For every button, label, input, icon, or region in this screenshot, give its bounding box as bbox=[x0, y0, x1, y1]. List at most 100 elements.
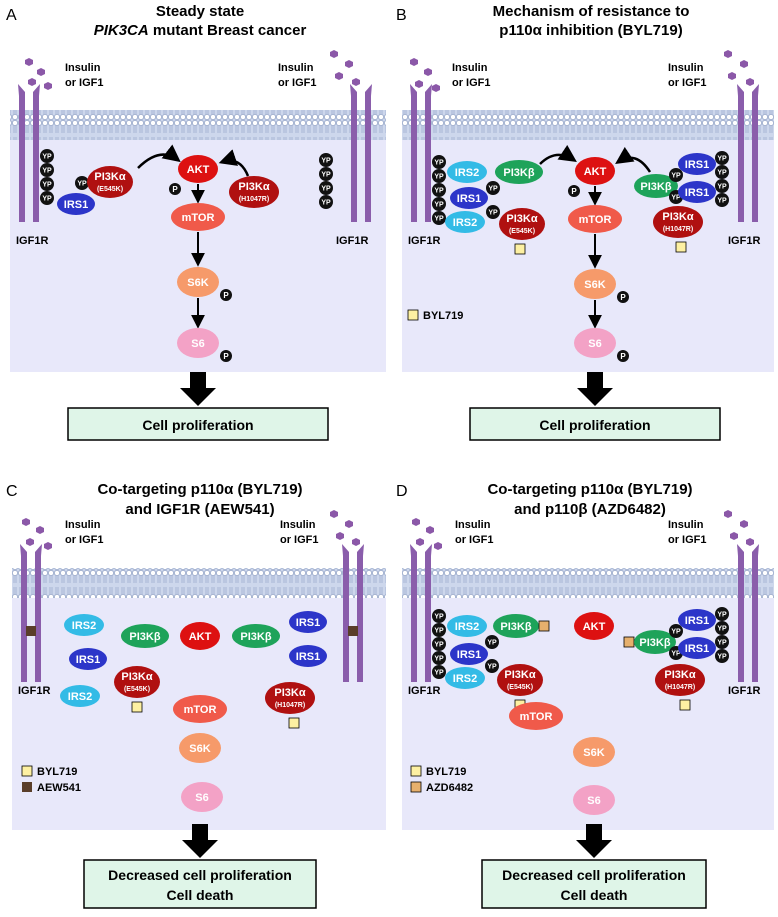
panel-d-legend-byl-swatch bbox=[410, 765, 422, 777]
panel-b-ligands-right bbox=[724, 50, 754, 86]
panel-d-receptor-right bbox=[737, 544, 759, 682]
panel-d-ligand-label-r1: Insulin bbox=[668, 519, 704, 531]
panel-b-big-arrow bbox=[577, 372, 613, 406]
panel-c-aew-right bbox=[348, 626, 358, 636]
panel-b-akt-p: P bbox=[568, 185, 580, 197]
panel-c-irs2-top: IRS2 bbox=[64, 614, 104, 636]
svg-text:YP: YP bbox=[671, 195, 681, 202]
panel-d-ligand-label-1: Insulin bbox=[455, 519, 491, 531]
panel-d-yp-left: YP YP YP YP YP bbox=[432, 609, 446, 679]
panel-a-pi3ka-e545k: PI3Kα (E545K) bbox=[87, 166, 133, 198]
panel-c-membrane bbox=[12, 568, 386, 598]
svg-text:YP: YP bbox=[77, 181, 87, 188]
panel-c-legend-byl-swatch bbox=[21, 765, 33, 777]
panel-c: C Co-targeting p110α (BYL719) and IGF1R … bbox=[6, 481, 386, 909]
panel-b-igf1r-right: IGF1R bbox=[728, 235, 760, 247]
svg-text:AKT: AKT bbox=[584, 166, 607, 178]
svg-text:YP: YP bbox=[42, 196, 52, 203]
panel-c-pi3kb-left: PI3Kβ bbox=[121, 624, 169, 648]
svg-text:YP: YP bbox=[321, 200, 331, 207]
panel-d-ligand-label-r2: or IGF1 bbox=[668, 534, 707, 546]
panel-b-yp-mid-right: YP YP bbox=[669, 168, 683, 204]
svg-text:IRS2: IRS2 bbox=[453, 673, 477, 685]
svg-text:P: P bbox=[172, 185, 178, 194]
panel-b-pi3kb-left: PI3Kβ bbox=[495, 160, 543, 184]
svg-text:YP: YP bbox=[434, 628, 444, 635]
svg-text:mTOR: mTOR bbox=[182, 212, 215, 224]
svg-text:PI3Kα: PI3Kα bbox=[662, 211, 693, 223]
panel-a-ligand-label-r1: Insulin bbox=[278, 62, 314, 74]
panel-d-pi3ka-h1047r: PI3Kα (H1047R) bbox=[655, 664, 705, 696]
svg-text:YP: YP bbox=[434, 188, 444, 195]
svg-text:YP: YP bbox=[434, 642, 444, 649]
svg-text:IRS1: IRS1 bbox=[685, 159, 709, 171]
panel-d-letter: D bbox=[396, 483, 408, 500]
panel-c-irs1-right-bottom: IRS1 bbox=[289, 645, 327, 667]
panel-d-ligands-right bbox=[724, 510, 754, 546]
panel-d-akt: AKT bbox=[574, 612, 614, 640]
panel-b-ligand-label-2: or IGF1 bbox=[452, 77, 491, 89]
svg-text:PI3Kβ: PI3Kβ bbox=[639, 637, 670, 649]
svg-text:IRS2: IRS2 bbox=[455, 621, 479, 633]
panel-d-receptor-left bbox=[410, 544, 432, 682]
panel-b-s6-p: P bbox=[617, 350, 629, 362]
svg-text:YP: YP bbox=[488, 186, 498, 193]
svg-text:S6K: S6K bbox=[187, 277, 208, 289]
panel-b-title-1: Mechanism of resistance to bbox=[493, 3, 690, 20]
svg-text:(E545K): (E545K) bbox=[97, 186, 123, 193]
svg-text:YP: YP bbox=[321, 158, 331, 165]
panel-a-mtor: mTOR bbox=[171, 203, 225, 231]
svg-text:(E545K): (E545K) bbox=[124, 686, 150, 693]
panel-b-irs1-left: IRS1 bbox=[450, 187, 488, 209]
panel-c-ligands-right bbox=[330, 510, 360, 546]
panel-b-yp-mid-left: YP bbox=[486, 181, 500, 195]
panel-d-outcome-2: Cell death bbox=[561, 887, 628, 903]
svg-text:(H1047R): (H1047R) bbox=[275, 702, 305, 709]
panel-b-membrane bbox=[402, 110, 774, 140]
panel-d-pi3kb-right: PI3Kβ bbox=[634, 630, 676, 654]
svg-text:YP: YP bbox=[434, 174, 444, 181]
panel-a-outcome-box bbox=[67, 407, 329, 441]
panel-b-ligand-label-r1: Insulin bbox=[668, 62, 704, 74]
panel-b-s6k-p: P bbox=[617, 291, 629, 303]
panel-b-legend-byl-swatch bbox=[407, 309, 419, 321]
svg-text:PI3Kα: PI3Kα bbox=[504, 669, 535, 681]
panel-d-irs1-right-bottom: IRS1 bbox=[678, 637, 716, 659]
panel-c-akt: AKT bbox=[180, 622, 220, 650]
svg-text:P: P bbox=[223, 352, 229, 361]
svg-text:IRS1: IRS1 bbox=[64, 199, 88, 211]
panel-b-receptor-right bbox=[737, 84, 759, 222]
panel-c-receptor-right bbox=[342, 544, 364, 682]
svg-text:PI3Kβ: PI3Kβ bbox=[503, 167, 534, 179]
svg-text:P: P bbox=[620, 293, 626, 302]
panel-c-letter: C bbox=[6, 483, 18, 500]
panel-b-akt: AKT bbox=[575, 157, 615, 185]
svg-text:mTOR: mTOR bbox=[579, 214, 612, 226]
svg-text:IRS1: IRS1 bbox=[457, 649, 481, 661]
svg-text:S6: S6 bbox=[587, 795, 600, 807]
panel-a-ligands-right bbox=[330, 50, 360, 86]
panel-b-ligand-label-r2: or IGF1 bbox=[668, 77, 707, 89]
panel-d-title-2: and p110β (AZD6482) bbox=[514, 501, 666, 518]
panel-d-azd-left bbox=[538, 620, 550, 632]
panel-c-title-1: Co-targeting p110α (BYL719) bbox=[97, 481, 302, 498]
panel-d-pi3ka-e545k: PI3Kα (E545K) bbox=[497, 664, 543, 696]
svg-text:YP: YP bbox=[434, 614, 444, 621]
panel-b-mtor: mTOR bbox=[568, 205, 622, 233]
panel-d-pi3kb-left: PI3Kβ bbox=[493, 614, 539, 638]
panel-a-outcome: Cell proliferation bbox=[142, 417, 253, 433]
svg-text:IRS1: IRS1 bbox=[685, 187, 709, 199]
svg-text:YP: YP bbox=[434, 202, 444, 209]
panel-a-yp-right: YP YP YP YP bbox=[319, 153, 333, 209]
panel-a-s6k-p: P bbox=[220, 289, 232, 301]
panel-a-irs1: IRS1 bbox=[57, 193, 95, 215]
panel-d-big-arrow bbox=[576, 824, 612, 858]
svg-text:mTOR: mTOR bbox=[184, 704, 217, 716]
svg-text:(H1047R): (H1047R) bbox=[239, 196, 269, 203]
svg-text:YP: YP bbox=[42, 154, 52, 161]
panel-b: B Mechanism of resistance to p110α inhib… bbox=[396, 3, 774, 441]
panel-a-ligands-left bbox=[25, 58, 52, 90]
panel-b-byl-right bbox=[675, 241, 687, 253]
panel-c-ligands-left bbox=[22, 518, 52, 550]
